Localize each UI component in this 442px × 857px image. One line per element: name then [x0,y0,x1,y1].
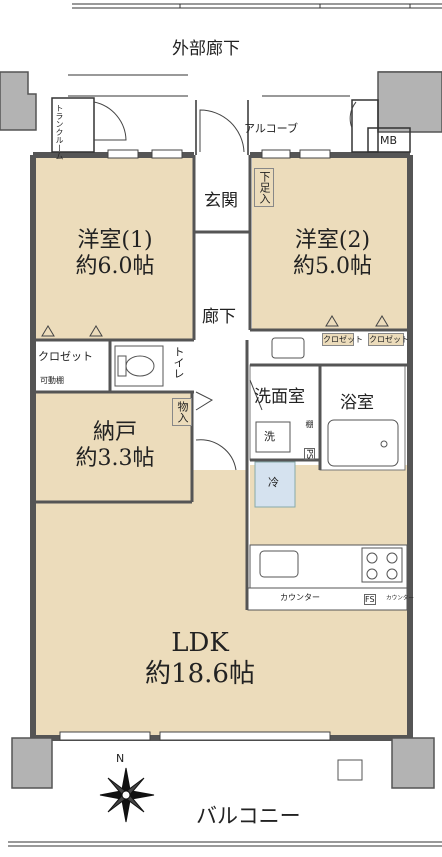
genkan-label: 玄関 [204,191,238,211]
corridor-lines [8,3,442,847]
alcove-label: アルコーブ [244,122,299,135]
interior-walls [36,155,407,610]
nando-name: 納戸 [92,420,137,445]
trunk-room-label: トランクルーム [55,104,64,160]
movable-shelf-label: 可動棚 [40,376,64,385]
western-room-1: 洋室(1) 約6.0帖 [60,228,170,281]
washroom-label: 洗面室 [254,387,305,407]
washer-label: 洗 [264,430,275,443]
closet-small-b-label: クロゼット [368,333,409,346]
counter-small-label: カウンター [386,594,414,601]
toilet-fixture [114,345,164,387]
kitchen-counter [247,544,408,611]
western-room-2: 洋室(2) 約5.0帖 [275,228,390,281]
closet-label: クロゼット [38,350,93,363]
entry-walls [51,97,411,155]
room-western-1-fill [36,158,194,340]
windows [59,149,331,741]
bathroom-label: 浴室 [340,393,374,413]
western-room-2-name: 洋室(2) [294,228,371,253]
fs-label: FS [364,594,376,605]
room-nando-fill [36,392,192,502]
shelf-label: 棚 [305,420,314,428]
doors [93,101,357,471]
counter-label: カウンター [280,593,320,602]
western-room-1-size: 約6.0帖 [75,254,155,280]
mb-label: MB [380,134,398,147]
nando-room: 納戸 約3.3帖 [60,420,170,473]
ps-label: PS [304,448,315,460]
balcony-fixtures [337,759,363,781]
fridge-space [254,461,296,508]
compass-rose [99,767,155,823]
western-room-2-size: 約5.0帖 [293,254,372,280]
toilet-label: トイレ [172,346,185,379]
room-fills [36,158,407,735]
fridge-label: 冷 [268,476,279,489]
shoe-storage-label: 下足入 [254,168,274,207]
room-ldk-fill [36,470,407,735]
ldk-room: LDK 約18.6帖 [135,628,265,690]
corridor-label: 外部廊下 [172,39,240,59]
ldk-size: 約18.6帖 [145,659,255,690]
hallway-label: 廊下 [202,307,236,327]
closet-markers [41,315,389,337]
ldk-name: LDK [171,628,229,658]
pillars [0,71,442,789]
nando-size: 約3.3帖 [75,446,155,472]
storage-label: 物入 [172,398,192,426]
bath-fixtures [255,337,399,467]
balcony-label: バルコニー [196,804,301,828]
closet-small-a-label: クロゼット [322,333,363,346]
western-room-1-name: 洋室(1) [77,228,153,253]
north-label: N [116,752,125,765]
room-western-2-fill [252,158,407,330]
